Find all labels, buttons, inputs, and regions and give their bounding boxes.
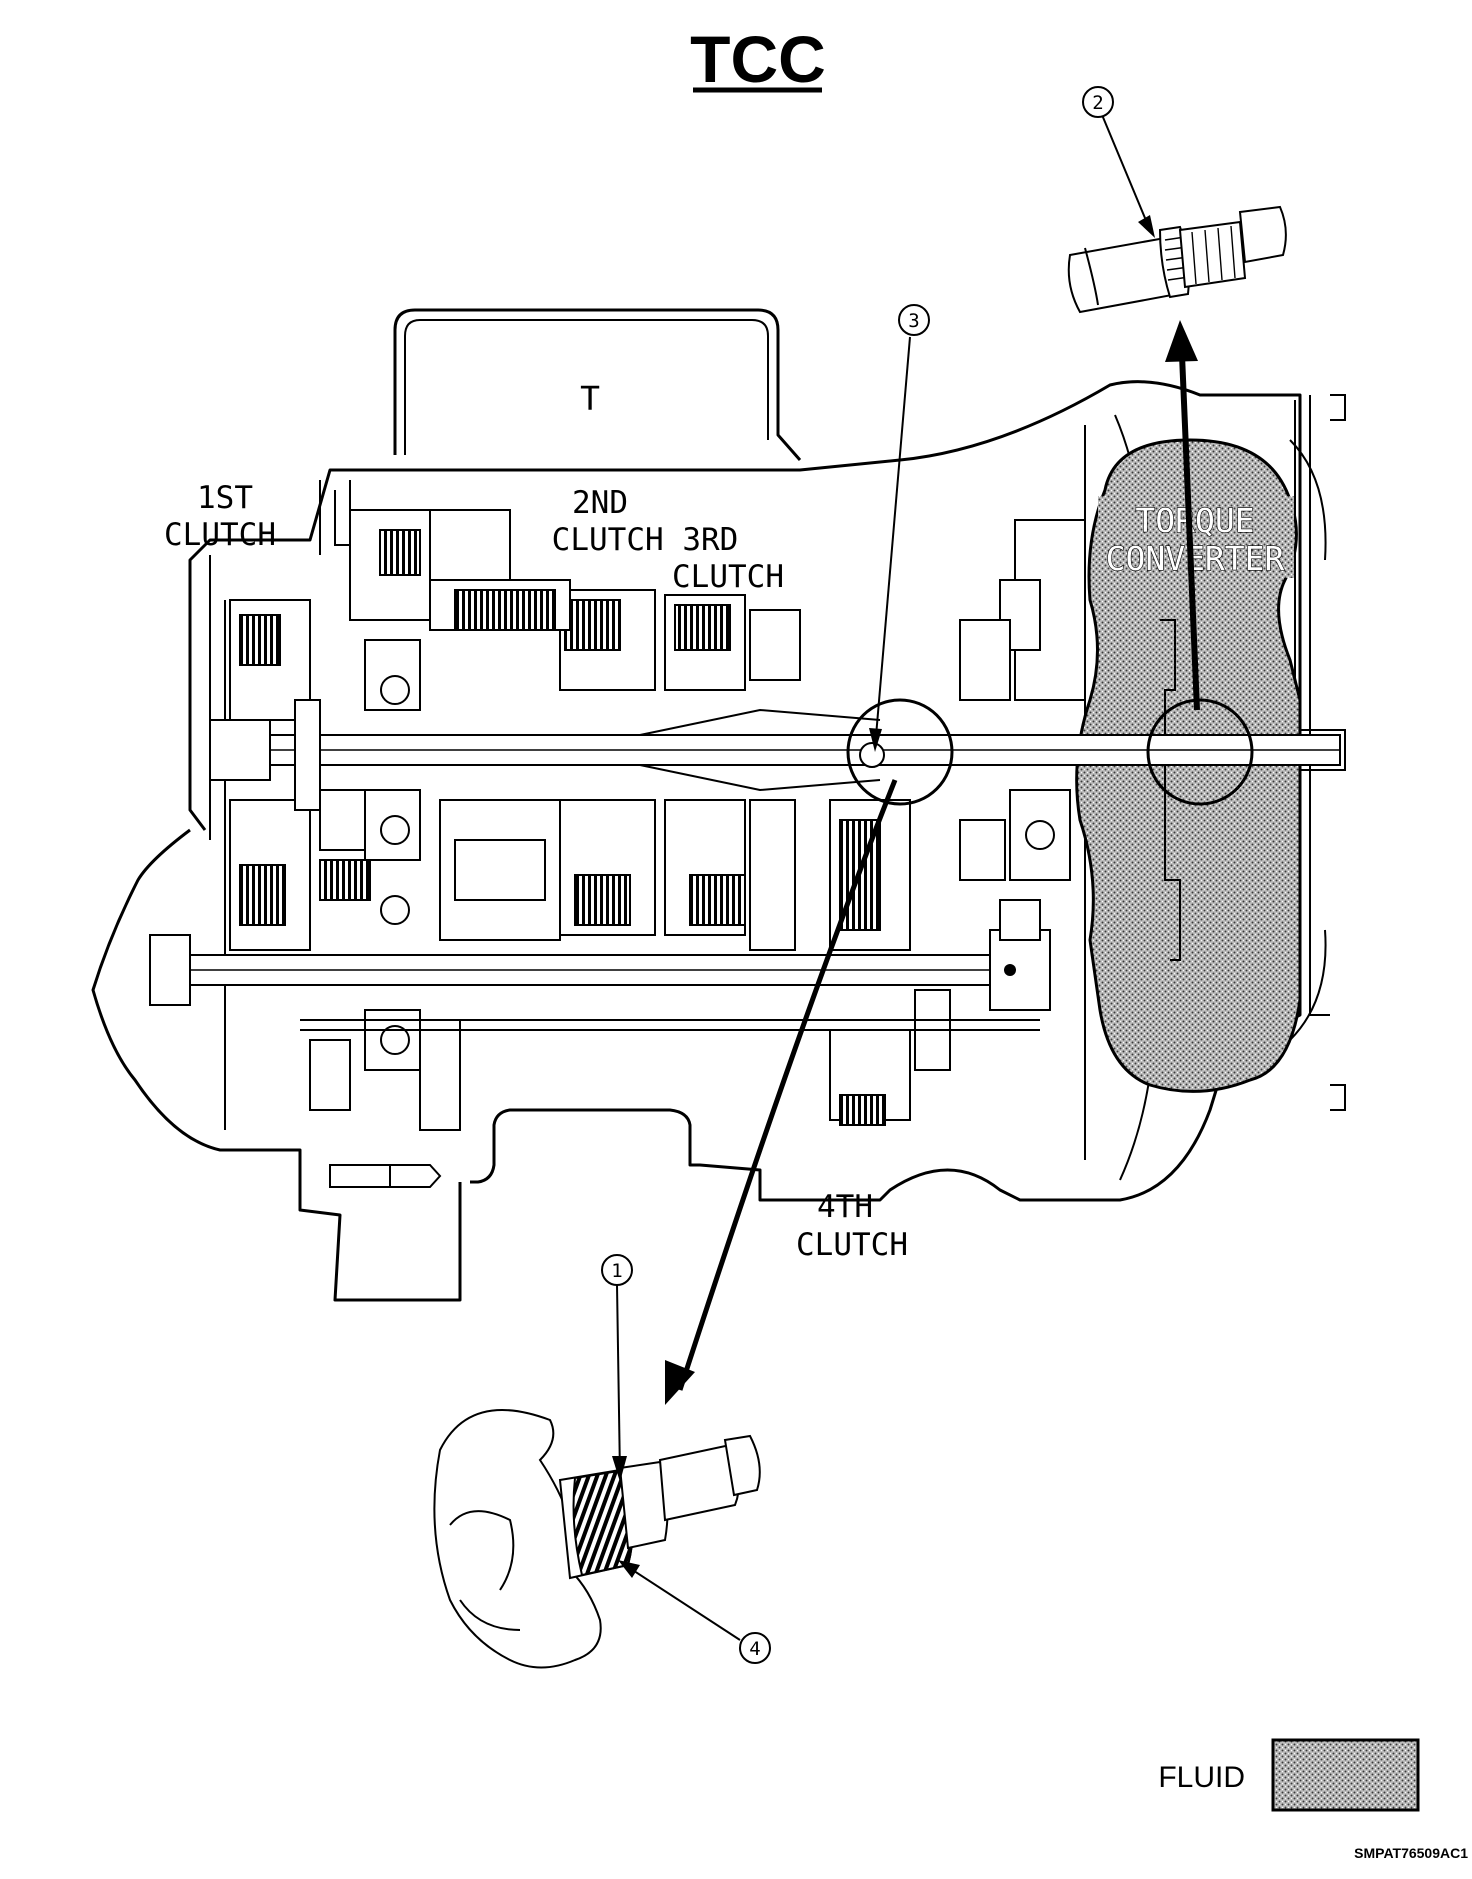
callout-3: 3 [898,304,930,336]
third-clutch-label: CLUTCH [672,559,784,595]
drum-assembly [349,509,561,1071]
converter-turbine [1160,619,1181,961]
figure-code: SMPAT76509AC1 [1354,1845,1468,1861]
second-clutch-label-line1: 2ND [572,485,628,521]
first-clutch-label-line2: CLUTCH [164,517,276,553]
fourth-clutch-label-line2: CLUTCH [796,1227,908,1263]
detail-2-shaft [1067,205,1287,314]
torque-converter-label-line1: TORQUE [1135,501,1254,540]
page-title: TCC [690,22,826,96]
first-clutch-pack [229,599,371,951]
callout-3-number: 3 [908,310,919,332]
torque-converter-label: TORQUE CONVERTER [1098,496,1294,579]
arrow-to-detail-2 [1179,354,1200,711]
detail-1-pump-shaft [433,1409,761,1669]
callout-2-leader [1099,109,1151,231]
callout-4-leader [624,1564,741,1641]
callout-3-arrowhead [869,728,882,752]
output-gears [959,519,1086,941]
third-clutch-pack [664,594,801,951]
callout-1: 1 [601,1254,633,1286]
callout-2-number: 2 [1092,92,1103,114]
legend-fluid-swatch [1271,1738,1420,1812]
counter-shaft [149,929,1051,1011]
callout-4: 4 [739,1632,771,1664]
second-clutch-pack [429,579,656,936]
callout-1-leader [616,1284,621,1476]
legend: FLUID [1158,1738,1420,1812]
top-cover-label: T [580,379,600,418]
callout-1-arrowhead [612,1456,627,1482]
tcc-port [859,742,885,768]
zoom-circle-2 [1146,698,1254,806]
second-clutch-label-line2: CLUTCH 3RD [552,522,739,558]
callout-4-arrowhead [618,1560,640,1578]
callout-1-number: 1 [611,1260,622,1282]
first-clutch-label-line1: 1ST [197,480,253,516]
lower-housing [300,1019,1040,1188]
callout-2-arrowhead [1138,215,1155,238]
callout-2: 2 [1082,86,1114,118]
arrow-to-detail-1-head [665,1360,695,1405]
zoom-circle-3 [846,698,954,806]
callout-3-leader [874,336,911,749]
fourth-clutch-pack [829,799,951,1126]
legend-fluid-label: FLUID [1158,1761,1245,1794]
transmission-housing [91,380,1346,1302]
fourth-clutch-label-line1: 4TH [817,1189,873,1225]
torque-converter-label-line2: CONVERTER [1106,539,1285,578]
top-cover [393,308,802,461]
main-shaft [209,708,1346,792]
callout-4-number: 4 [749,1638,760,1660]
arrow-to-detail-1 [677,779,898,1391]
arrow-to-detail-2-head [1165,320,1198,362]
